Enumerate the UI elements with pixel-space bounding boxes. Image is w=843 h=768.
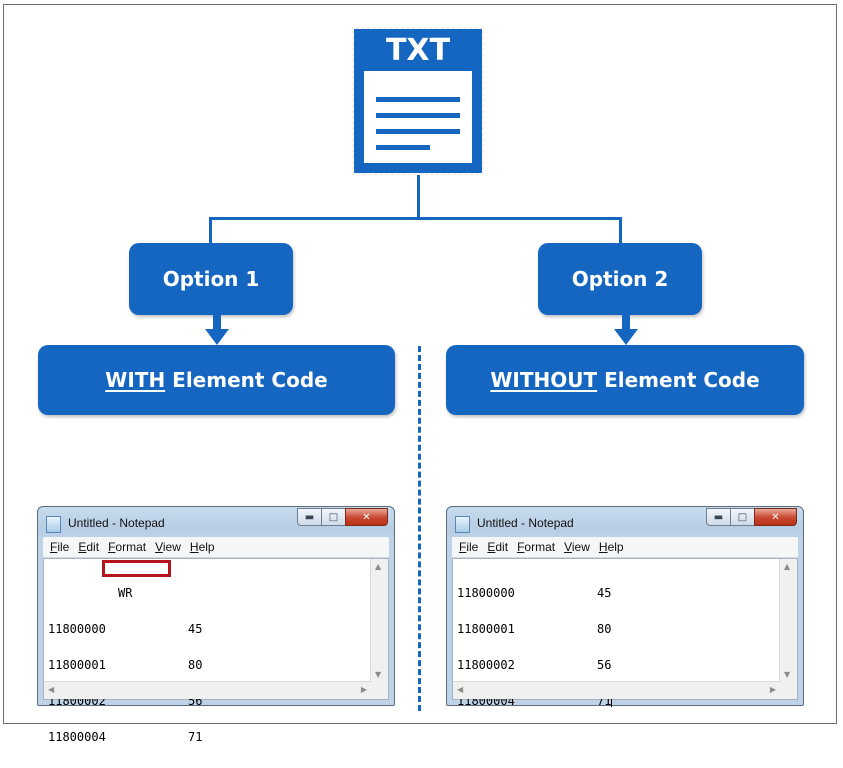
scroll-up-icon[interactable]: ▲ <box>375 562 382 571</box>
window-title: Untitled - Notepad <box>68 516 165 530</box>
vertical-scrollbar[interactable]: ▲ ▼ <box>370 559 388 682</box>
menu-help[interactable]: Help <box>598 540 624 554</box>
row-value: 56 <box>597 658 612 672</box>
resize-grip[interactable] <box>371 682 388 699</box>
row-code: 11800000 <box>48 622 106 636</box>
row-code: 11800000 <box>457 586 515 600</box>
scroll-left-icon[interactable]: ◀ <box>457 685 464 694</box>
notepad-window-left: Untitled - Notepad ▬ □ ✕ File Edit Forma… <box>37 506 395 743</box>
table-row: 11800002 56 <box>457 659 777 671</box>
table-row: 11800001 80 <box>457 623 777 635</box>
table-row: 11800001 80 <box>48 659 368 671</box>
text-content[interactable]: 11800000 45 11800001 80 11800002 56 1180000… <box>457 563 777 707</box>
maximize-button[interactable]: □ <box>730 508 755 526</box>
with-element-code-banner: WITH Element Code <box>38 345 395 415</box>
dashed-divider <box>418 346 421 711</box>
row-code: 11800004 <box>48 730 106 744</box>
title-bar[interactable]: Untitled - Notepad ▬ □ ✕ <box>38 507 394 537</box>
window-title: Untitled - Notepad <box>477 516 574 530</box>
banner-2-text: Element Code <box>597 368 760 392</box>
notepad-icon <box>46 516 61 533</box>
resize-grip[interactable] <box>780 682 797 699</box>
scroll-up-icon[interactable]: ▲ <box>784 562 791 571</box>
row-code: 11800001 <box>457 622 515 636</box>
title-bar[interactable]: Untitled - Notepad ▬ □ ✕ <box>447 507 803 537</box>
banner-1-emphasis: WITH <box>105 368 166 392</box>
minimize-button[interactable]: ▬ <box>706 508 731 526</box>
table-row: 11800000 45 <box>457 587 777 599</box>
down-arrow-icon <box>614 315 638 345</box>
scroll-down-icon[interactable]: ▼ <box>375 670 382 679</box>
horizontal-scrollbar[interactable]: ◀ ▶ <box>44 681 371 699</box>
scroll-right-icon[interactable]: ▶ <box>360 685 367 694</box>
row-value: 45 <box>597 586 612 600</box>
scroll-down-icon[interactable]: ▼ <box>784 670 791 679</box>
close-button[interactable]: ✕ <box>754 508 797 526</box>
option-1-label: Option 1 <box>162 267 260 291</box>
menu-format[interactable]: Format <box>108 540 147 554</box>
highlight-box <box>102 560 171 577</box>
menu-view[interactable]: View <box>564 540 590 554</box>
scroll-right-icon[interactable]: ▶ <box>769 685 776 694</box>
menu-help[interactable]: Help <box>189 540 215 554</box>
txt-file-icon: TXT <box>352 27 484 175</box>
banner-2-emphasis: WITHOUT <box>490 368 598 392</box>
element-code: WR <box>118 586 133 600</box>
menu-file[interactable]: File <box>459 540 479 554</box>
menu-edit[interactable]: Edit <box>487 540 509 554</box>
text-editor[interactable]: 11800000 45 11800001 80 11800002 56 1180000… <box>452 558 798 707</box>
option-1-box: Option 1 <box>129 243 293 315</box>
notepad-icon <box>455 516 470 533</box>
horizontal-scrollbar[interactable]: ◀ ▶ <box>453 681 780 699</box>
table-row: 11800000 45 <box>48 623 368 635</box>
without-element-code-banner: WITHOUT Element Code <box>446 345 804 415</box>
menu-view[interactable]: View <box>155 540 181 554</box>
menu-bar: File Edit Format View Help <box>43 537 389 558</box>
close-button[interactable]: ✕ <box>345 508 388 526</box>
row-value: 45 <box>188 622 203 636</box>
row-code: 11800002 <box>457 658 515 672</box>
table-row: 11800004 71 <box>48 731 368 743</box>
menu-format[interactable]: Format <box>517 540 556 554</box>
down-arrow-icon <box>205 315 229 345</box>
row-value: 80 <box>188 658 203 672</box>
maximize-button[interactable]: □ <box>321 508 346 526</box>
menu-file[interactable]: File <box>50 540 70 554</box>
connector-vertical-top <box>417 175 420 219</box>
text-cursor <box>611 695 613 707</box>
menu-edit[interactable]: Edit <box>78 540 100 554</box>
txt-icon-label: TXT <box>386 33 451 68</box>
vertical-scrollbar[interactable]: ▲ ▼ <box>779 559 797 682</box>
menu-bar: File Edit Format View Help <box>452 537 798 558</box>
row-value: 80 <box>597 622 612 636</box>
connector-right-drop <box>619 217 622 244</box>
row-value: 71 <box>188 730 203 744</box>
notepad-window-right: Untitled - Notepad ▬ □ ✕ File Edit Forma… <box>446 506 804 707</box>
minimize-button[interactable]: ▬ <box>297 508 322 526</box>
scroll-left-icon[interactable]: ◀ <box>48 685 55 694</box>
option-2-label: Option 2 <box>571 267 669 291</box>
connector-left-drop <box>209 217 212 244</box>
connector-horizontal <box>210 217 622 220</box>
banner-1-text: Element Code <box>165 368 328 392</box>
row-code: 11800001 <box>48 658 106 672</box>
option-2-box: Option 2 <box>538 243 702 315</box>
header-row: WR <box>48 587 368 599</box>
